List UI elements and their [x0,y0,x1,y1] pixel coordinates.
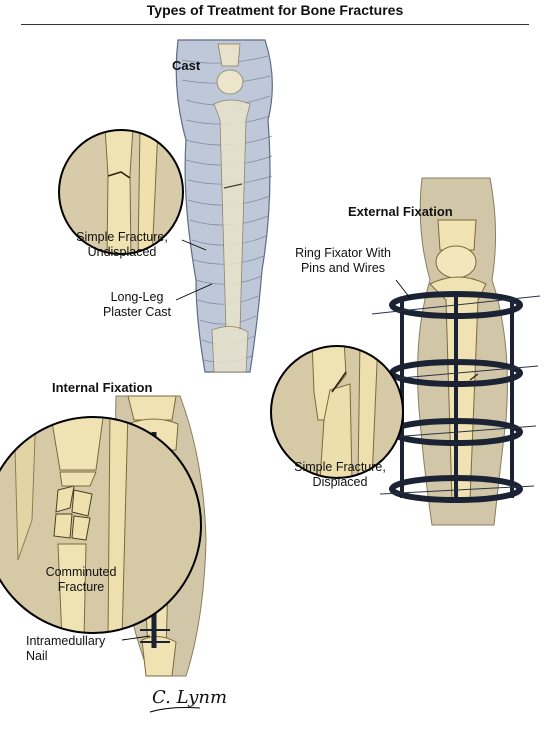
internal-heading: Internal Fixation [52,380,153,395]
internal-callout-line2: Nail [26,649,48,663]
internal-inset [0,416,202,634]
external-patella [435,245,477,279]
external-inset-label-line1: Simple Fracture, [294,460,386,474]
external-femur [437,219,477,251]
figure-title: Types of Treatment for Bone Fractures [146,2,404,18]
signature-underline [149,707,201,713]
internal-femur [127,395,177,421]
cast-callout-line1: Long-Leg [110,290,164,304]
cast-callout-line2: Plaster Cast [102,305,172,319]
external-inset [270,345,404,479]
external-inset-label: Simple Fracture, Displaced [292,460,388,490]
internal-callout-line1: Intramedullary [26,634,106,648]
external-inset-label-line2: Displaced [312,475,368,489]
internal-inset-label-line2: Fracture [57,580,105,594]
external-leg-illustration [371,177,541,526]
external-callout-line1: Ring Fixator With [295,246,391,260]
cast-leg-illustration [175,39,273,373]
internal-inset-label: Comminuted Fracture [38,565,124,595]
cast-callout: Long-Leg Plaster Cast [96,290,178,320]
cast-inset-label-line1: Simple Fracture, [76,230,168,244]
external-heading: External Fixation [348,204,453,219]
cast-fracture-line [223,183,243,189]
cast-foot [211,326,249,373]
external-callout: Ring Fixator With Pins and Wires [287,246,399,276]
cast-patella [216,69,244,95]
cast-inset [58,129,184,255]
internal-inset-label-line1: Comminuted [45,565,117,579]
title-rule [21,24,529,25]
internal-callout: Intramedullary Nail [26,634,105,664]
artist-signature: C. Lynm [152,687,228,708]
cast-inset-label: Simple Fracture, Undisplaced [74,230,170,260]
cast-femur [217,43,241,67]
external-callout-line2: Pins and Wires [300,261,386,275]
cast-inset-label-line2: Undisplaced [87,245,157,259]
cast-heading: Cast [172,58,201,73]
